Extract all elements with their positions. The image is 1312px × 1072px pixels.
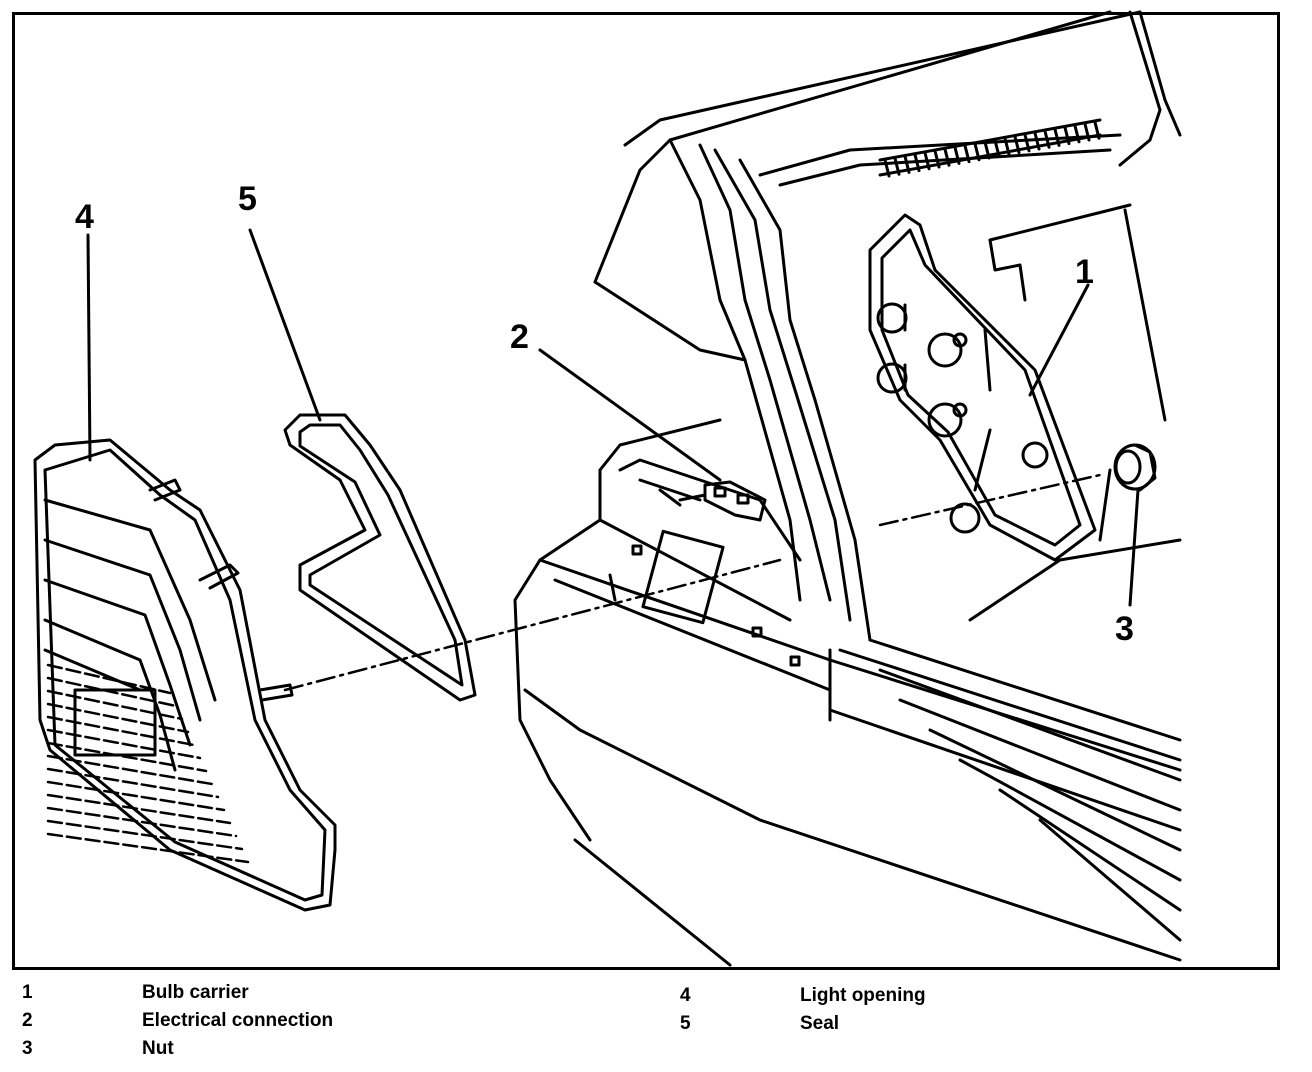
- car-body: [513, 10, 1182, 967]
- spring-coil: [993, 138, 1001, 158]
- legend-num-3: 3: [22, 1038, 33, 1059]
- spring-coil: [1043, 129, 1051, 149]
- legend-label-1: Bulb carrier: [142, 982, 249, 1003]
- lens-vent-slot: [46, 663, 172, 695]
- spring-coil: [1093, 120, 1101, 140]
- lens-vent-slot: [46, 806, 238, 838]
- lens-vent-slot: [46, 793, 232, 825]
- spring-coil: [1013, 135, 1021, 155]
- spring-coil: [923, 151, 931, 171]
- spring-coil: [913, 153, 921, 173]
- legend-num-1: 1: [22, 982, 33, 1003]
- spring-coil: [893, 156, 901, 176]
- diagram-frame: [12, 12, 1280, 970]
- alignment-lines: [283, 473, 1102, 692]
- spring-coil: [903, 154, 911, 174]
- callout-4: 4: [75, 198, 94, 236]
- seal: [283, 413, 477, 702]
- lens-vent-slot: [46, 767, 220, 799]
- spring-coil: [983, 140, 991, 160]
- legend-label-5: Seal: [800, 1013, 840, 1034]
- lens-vent-slot: [46, 715, 196, 747]
- spring-coil: [1053, 127, 1061, 147]
- spring-coil: [953, 145, 961, 165]
- spring-coil: [1023, 133, 1031, 153]
- spring-coil: [933, 149, 941, 169]
- legend-label-2: Electrical connection: [142, 1010, 334, 1031]
- spring-coil: [973, 142, 981, 162]
- lens-vent-slot: [46, 728, 202, 760]
- lens-vent-slot: [46, 702, 190, 734]
- lens-vent-slot: [46, 832, 250, 864]
- spring-coil: [963, 144, 971, 164]
- hinge-spring: [878, 118, 1102, 178]
- nut: [1113, 443, 1157, 492]
- spring-coil: [883, 158, 891, 178]
- lens-vent-slot: [46, 780, 226, 812]
- spring-coil: [1063, 126, 1071, 146]
- spring-coil: [1073, 124, 1081, 144]
- legend-label-3: Nut: [142, 1038, 174, 1059]
- spring-coil: [1033, 131, 1041, 151]
- callout-1: 1: [1075, 253, 1094, 291]
- spring-coil: [943, 147, 951, 167]
- callout-5: 5: [238, 180, 257, 218]
- lens-vent-slot: [46, 676, 178, 708]
- legend-num-2: 2: [22, 1010, 33, 1031]
- callout-3: 3: [1115, 610, 1134, 648]
- spring-coil: [1003, 136, 1011, 156]
- electrical-connection: [658, 480, 767, 522]
- tail-light-lens: [33, 438, 337, 912]
- callout-2: 2: [510, 318, 529, 356]
- bulb-carrier: [868, 213, 1097, 562]
- lens-vent-slot: [46, 819, 244, 851]
- spring-coil: [1083, 122, 1091, 142]
- lens-vent-slot: [46, 754, 214, 786]
- legend-num-5: 5: [680, 1013, 691, 1034]
- legend-num-4: 4: [680, 985, 691, 1006]
- lens-vent-slot: [46, 689, 184, 721]
- leader-lines: [86, 228, 1140, 607]
- legend-label-4: Light opening: [800, 985, 926, 1006]
